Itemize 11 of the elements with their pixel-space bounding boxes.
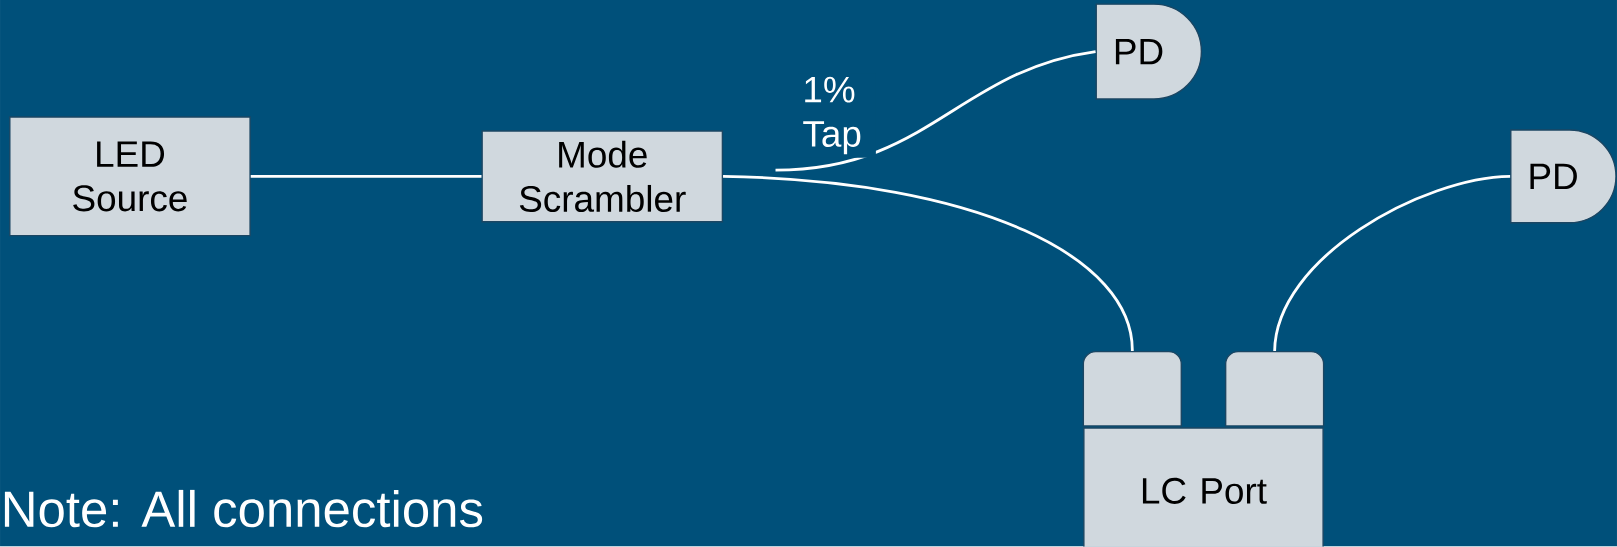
fiber-line <box>250 175 482 178</box>
fiber-line <box>775 50 1096 172</box>
edge-label: 1% Tap <box>798 73 876 158</box>
process-box: LED Source <box>9 116 251 237</box>
port-box: LC Port <box>1083 427 1324 547</box>
note-text: Note: All connections <box>4 490 483 528</box>
connector-shape <box>1082 351 1182 427</box>
process-box: Mode Scrambler <box>481 130 724 223</box>
connector-shape <box>1224 351 1325 427</box>
fiber-line <box>1273 175 1511 352</box>
fiber-line <box>723 175 1134 352</box>
